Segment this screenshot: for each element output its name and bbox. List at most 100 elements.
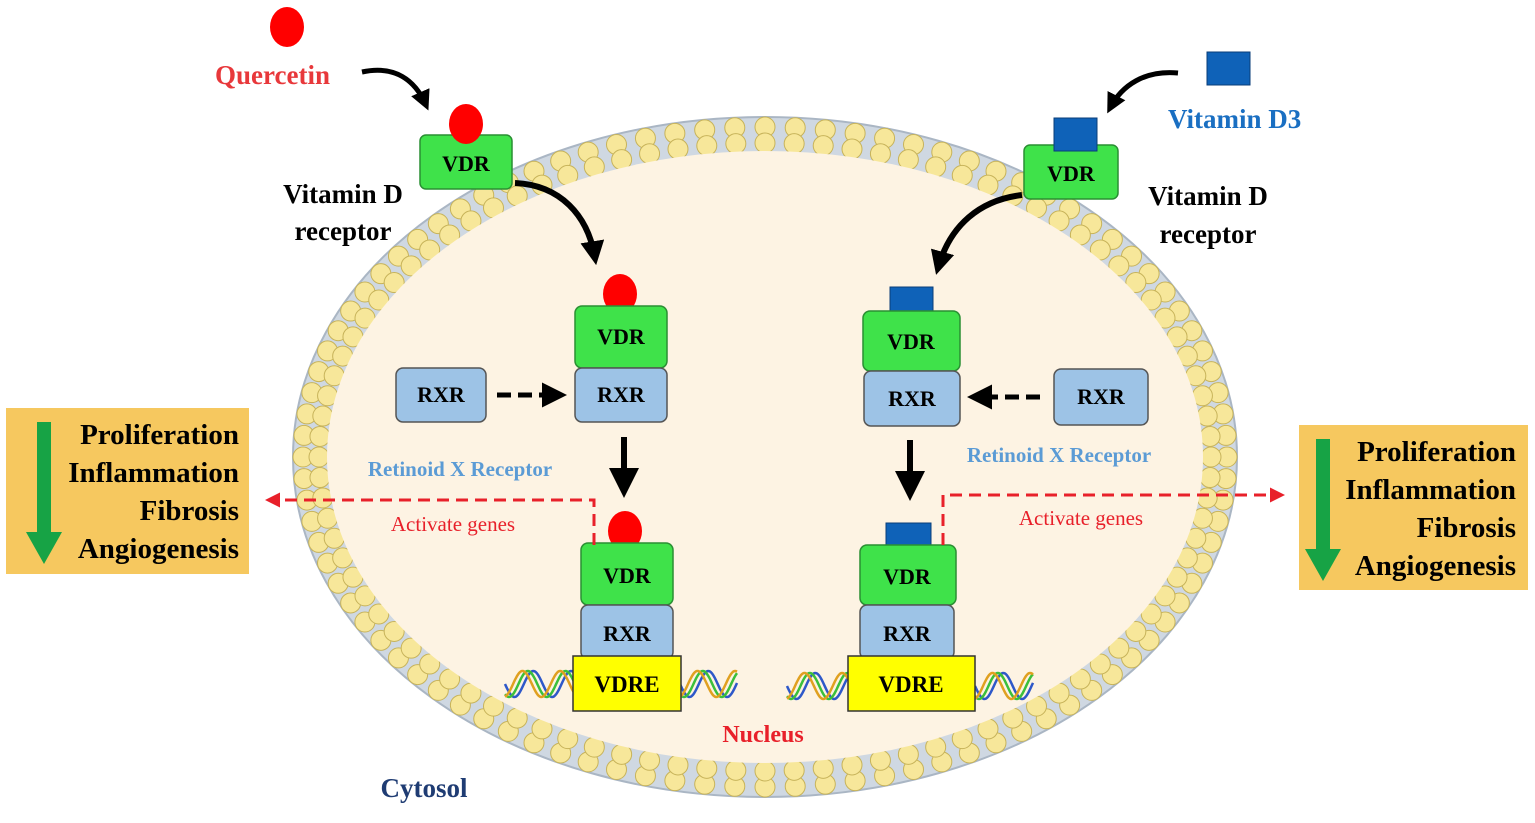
dna-helix-left — [503, 669, 739, 699]
curved-arrow-left-entry — [514, 180, 605, 266]
lipid-head-inner — [1140, 603, 1162, 625]
quercetin-molecule-icon — [270, 7, 304, 47]
nucleus-label: Nucleus — [722, 722, 803, 748]
curved-arrow-quercetin — [361, 67, 430, 111]
lipid-head-inner — [696, 135, 718, 157]
lipid-head-inner — [309, 467, 331, 489]
dna-strand — [678, 669, 739, 699]
lipid-head-inner — [1089, 653, 1111, 675]
vdr-right-dna-label: VDR — [883, 564, 932, 589]
vitamin-d3-label: Vitamin D3 — [1168, 104, 1301, 134]
lipid-head-inner — [725, 759, 747, 781]
vdr-name-right-line2: receptor — [1160, 219, 1257, 249]
lipid-head-inner — [1089, 239, 1111, 261]
quercetin-dna-icon — [608, 511, 642, 551]
lipid-head-inner — [308, 446, 330, 468]
quercetin-bound-icon — [449, 104, 483, 144]
vdr-left-dna-label: VDR — [603, 563, 652, 588]
lipid-head-inner — [419, 653, 441, 675]
lipid-head-inner — [812, 757, 834, 779]
lipid-head-inner — [725, 133, 747, 155]
rxr-left-inner — [574, 367, 668, 423]
vitamin-d3-molecule-icon — [1206, 51, 1251, 86]
lipid-head-inner — [1108, 255, 1130, 277]
lipid-head-inner — [1199, 467, 1221, 489]
lipid-head-inner — [1125, 272, 1147, 294]
lipid-head-inner — [383, 620, 405, 642]
dna-strand — [503, 669, 576, 699]
vdr-name-left-line1: Vitamin D — [283, 179, 403, 209]
dna-strand — [785, 671, 850, 701]
effect-right-fibrosis: Fibrosis — [1416, 512, 1516, 544]
lipid-head-inner — [667, 138, 689, 160]
cytosol-label: Cytosol — [381, 773, 468, 803]
lipid-head-inner — [383, 272, 405, 294]
curved-arrow-vitamin-d3 — [1107, 70, 1179, 114]
vdre-right-label: VDRE — [878, 672, 943, 697]
rxr-left-inner-label: RXR — [597, 382, 646, 407]
activate-genes-left: Activate genes — [391, 512, 515, 536]
lipid-head-inner — [754, 760, 776, 782]
dna-strand — [786, 671, 849, 701]
dashed-arrow-activate-right — [941, 487, 1285, 545]
nucleus-area — [327, 151, 1203, 763]
lipid-head-inner — [1125, 620, 1147, 642]
rxr-left-free — [395, 367, 487, 423]
lipid-head-inner — [1199, 425, 1221, 447]
effects-box-left: Proliferation Inflammation Fibrosis Angi… — [6, 408, 249, 574]
dashed-arrow-activate-left — [265, 492, 596, 545]
lipid-head-inner — [400, 637, 422, 659]
dna-strand — [679, 669, 739, 699]
vdre-left — [572, 655, 682, 712]
rxr-name-left: Retinoid X Receptor — [368, 457, 552, 481]
lipid-head-inner — [841, 138, 863, 160]
lipid-head-inner — [309, 425, 331, 447]
rxr-left-dna-label: RXR — [603, 621, 652, 646]
vdr-left-outer-label: VDR — [442, 151, 491, 176]
rxr-right-inner — [863, 370, 961, 427]
dna-strand — [973, 671, 1035, 701]
vdr-name-right-line1: Vitamin D — [1148, 181, 1268, 211]
effect-left-inflammation: Inflammation — [68, 457, 239, 489]
curved-arrow-right-entry — [930, 192, 1023, 275]
vdr-left-inner-label: VDR — [597, 324, 646, 349]
rxr-right-dna-label: RXR — [883, 621, 932, 646]
dna-strand — [679, 669, 738, 699]
lipid-head-inner — [368, 289, 390, 311]
lipid-head-inner — [783, 133, 805, 155]
rxr-name-right: Retinoid X Receptor — [967, 443, 1151, 467]
vitamin-d3-bound-icon — [1053, 117, 1098, 152]
decrease-arrow-right-icon — [1305, 439, 1341, 581]
lipid-head-inner — [754, 132, 776, 154]
rxr-left-free-label: RXR — [417, 382, 466, 407]
effect-left-proliferation: Proliferation — [80, 419, 239, 451]
lipid-head-inner — [400, 255, 422, 277]
dna-strand — [504, 669, 577, 699]
dna-strand — [786, 671, 850, 701]
rxr-right-free — [1053, 368, 1149, 426]
vdr-right-outer-label: VDR — [1047, 161, 1096, 186]
quercetin-inner-icon — [603, 274, 637, 314]
decrease-arrow-left-icon — [26, 422, 62, 564]
lipid-head-inner — [419, 239, 441, 261]
lipid-head-inner — [1140, 289, 1162, 311]
activate-genes-right: Activate genes — [1019, 506, 1143, 530]
lipid-head-inner — [841, 754, 863, 776]
effect-left-fibrosis: Fibrosis — [139, 495, 239, 527]
cell-membrane — [292, 116, 1238, 798]
effects-box-right: Proliferation Inflammation Fibrosis Angi… — [1299, 425, 1528, 590]
lipid-head-inner — [1108, 637, 1130, 659]
vdr-right-inner-label: VDR — [887, 329, 936, 354]
dna-helix-right — [785, 671, 1035, 701]
effect-left-angiogenesis: Angiogenesis — [77, 533, 239, 565]
dna-strand — [974, 671, 1034, 701]
rxr-right-inner-label: RXR — [888, 386, 937, 411]
lipid-head-inner — [368, 603, 390, 625]
effect-right-angiogenesis: Angiogenesis — [1354, 550, 1516, 582]
rxr-right-free-label: RXR — [1077, 384, 1126, 409]
effect-right-inflammation: Inflammation — [1345, 474, 1516, 506]
dna-strand — [974, 671, 1034, 701]
vdr-name-left-line2: receptor — [295, 216, 392, 246]
vdre-right — [847, 655, 976, 712]
